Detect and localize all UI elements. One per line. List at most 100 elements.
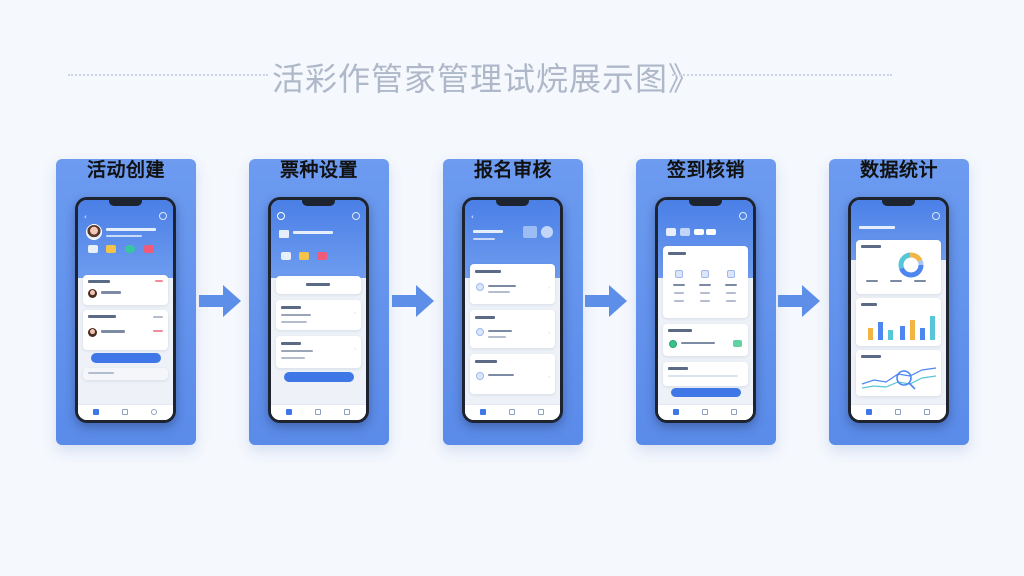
stat-label-placeholder: [699, 284, 711, 286]
list-tab-icon[interactable]: [731, 409, 737, 415]
chevron-right-icon[interactable]: ›: [548, 285, 550, 290]
ticket-icon: [706, 229, 716, 235]
row-text-placeholder: [281, 350, 313, 352]
user-avatar: [88, 289, 97, 298]
row-title-placeholder: [668, 329, 692, 332]
ticket-icon: [281, 252, 291, 260]
ticket-icon: [88, 245, 98, 253]
home-tab-icon[interactable]: [866, 409, 872, 415]
row-title-placeholder: [281, 306, 301, 309]
user-avatar: [88, 328, 97, 337]
step-label: 报名审核: [473, 159, 552, 181]
calendar-tab-icon[interactable]: [702, 409, 708, 415]
row-title-placeholder: [668, 252, 686, 255]
home-tab-icon[interactable]: [93, 409, 99, 415]
phone-notch: [882, 200, 915, 206]
step-card-activity-create: 活动创建 ‹: [56, 159, 196, 445]
check-icon: [669, 340, 677, 348]
settings-icon[interactable]: [352, 212, 360, 220]
chart-bar: [900, 326, 905, 340]
phone-mockup: [848, 197, 949, 423]
settings-icon[interactable]: [739, 212, 747, 220]
phone-mockup: ‹: [75, 197, 176, 423]
row-title-placeholder: [475, 360, 497, 363]
folder-icon: [299, 252, 309, 260]
status-badge: [153, 330, 163, 332]
back-icon[interactable]: ‹: [471, 213, 474, 221]
flow-arrow: [199, 285, 241, 317]
donut-chart: [898, 252, 924, 278]
row-text-placeholder: [488, 285, 516, 287]
screen-header: [271, 200, 366, 278]
status-badge: [155, 280, 163, 282]
profile-tab-icon[interactable]: [151, 409, 157, 415]
folder-icon: [106, 245, 116, 253]
chart-bar: [930, 316, 935, 340]
header-subtitle-placeholder: [473, 238, 495, 240]
phone-notch: [109, 200, 142, 206]
home-tab-icon[interactable]: [480, 409, 486, 415]
back-icon[interactable]: ‹: [84, 213, 87, 221]
home-tab-icon[interactable]: [286, 409, 292, 415]
diagram-title-row: 活彩作管家管理试烷展示图》: [0, 52, 1024, 98]
calendar-tab-icon[interactable]: [509, 409, 515, 415]
legend-placeholder: [866, 280, 878, 282]
chevron-right-icon[interactable]: ›: [354, 346, 356, 351]
header-title-placeholder: [473, 230, 503, 233]
chart-tab-icon[interactable]: [895, 409, 901, 415]
back-icon[interactable]: [277, 212, 285, 220]
phone-notch: [496, 200, 529, 206]
phone-screen: ‹ › ›: [465, 200, 560, 420]
chevron-right-icon[interactable]: ›: [354, 310, 356, 315]
row-title-placeholder: [861, 303, 877, 306]
tag-icon: [144, 245, 154, 253]
stat-label-placeholder: [673, 284, 685, 286]
row-title-placeholder: [281, 342, 301, 345]
phone-notch: [689, 200, 722, 206]
header-title-placeholder: [859, 226, 895, 229]
chevron-right-icon[interactable]: ›: [548, 374, 550, 379]
row-title-placeholder: [306, 283, 330, 286]
chevron-right-icon[interactable]: ›: [548, 330, 550, 335]
stat-value-placeholder: [726, 300, 736, 302]
review-panel: ›: [470, 354, 555, 394]
checkin-stats-panel: [663, 246, 748, 318]
settings-icon[interactable]: [932, 212, 940, 220]
step-card-data-statistics: 数据统计: [829, 159, 969, 445]
calendar-tab-icon[interactable]: [315, 409, 321, 415]
row-text-placeholder: [88, 372, 114, 374]
line-chart-panel: [856, 350, 941, 396]
tab-bar: [658, 404, 753, 420]
stat-value-placeholder: [674, 292, 684, 294]
camera-icon: [666, 228, 676, 236]
row-text-placeholder: [101, 291, 121, 294]
primary-button[interactable]: [671, 388, 741, 397]
home-tab-icon[interactable]: [673, 409, 679, 415]
step-label: 数据统计: [859, 159, 938, 181]
tag-icon: [317, 252, 327, 260]
grid-icon: [680, 228, 690, 236]
row-title-placeholder: [861, 245, 881, 248]
progress-bar: [668, 375, 738, 377]
chart-bar: [868, 328, 873, 340]
row-title-placeholder: [861, 355, 881, 358]
user-icon: [476, 328, 484, 336]
primary-button[interactable]: [284, 372, 354, 382]
stat-label-placeholder: [725, 284, 737, 286]
tab-bar: [271, 404, 366, 420]
header-subtitle-placeholder: [106, 235, 142, 237]
list-tab-icon[interactable]: [924, 409, 930, 415]
primary-button[interactable]: [91, 353, 161, 363]
flow-arrow: [778, 285, 820, 317]
stat-value-placeholder: [700, 292, 710, 294]
settings-icon[interactable]: [159, 212, 167, 220]
calendar-tab-icon[interactable]: [122, 409, 128, 415]
phone-notch: [302, 200, 335, 206]
legend-placeholder: [890, 280, 902, 282]
list-tab-icon[interactable]: [344, 409, 350, 415]
phone-mockup: › ›: [268, 197, 369, 423]
list-tab-icon[interactable]: [538, 409, 544, 415]
checklist-icon: [701, 270, 709, 278]
row-text-placeholder: [281, 357, 305, 359]
step-label: 票种设置: [279, 159, 358, 181]
